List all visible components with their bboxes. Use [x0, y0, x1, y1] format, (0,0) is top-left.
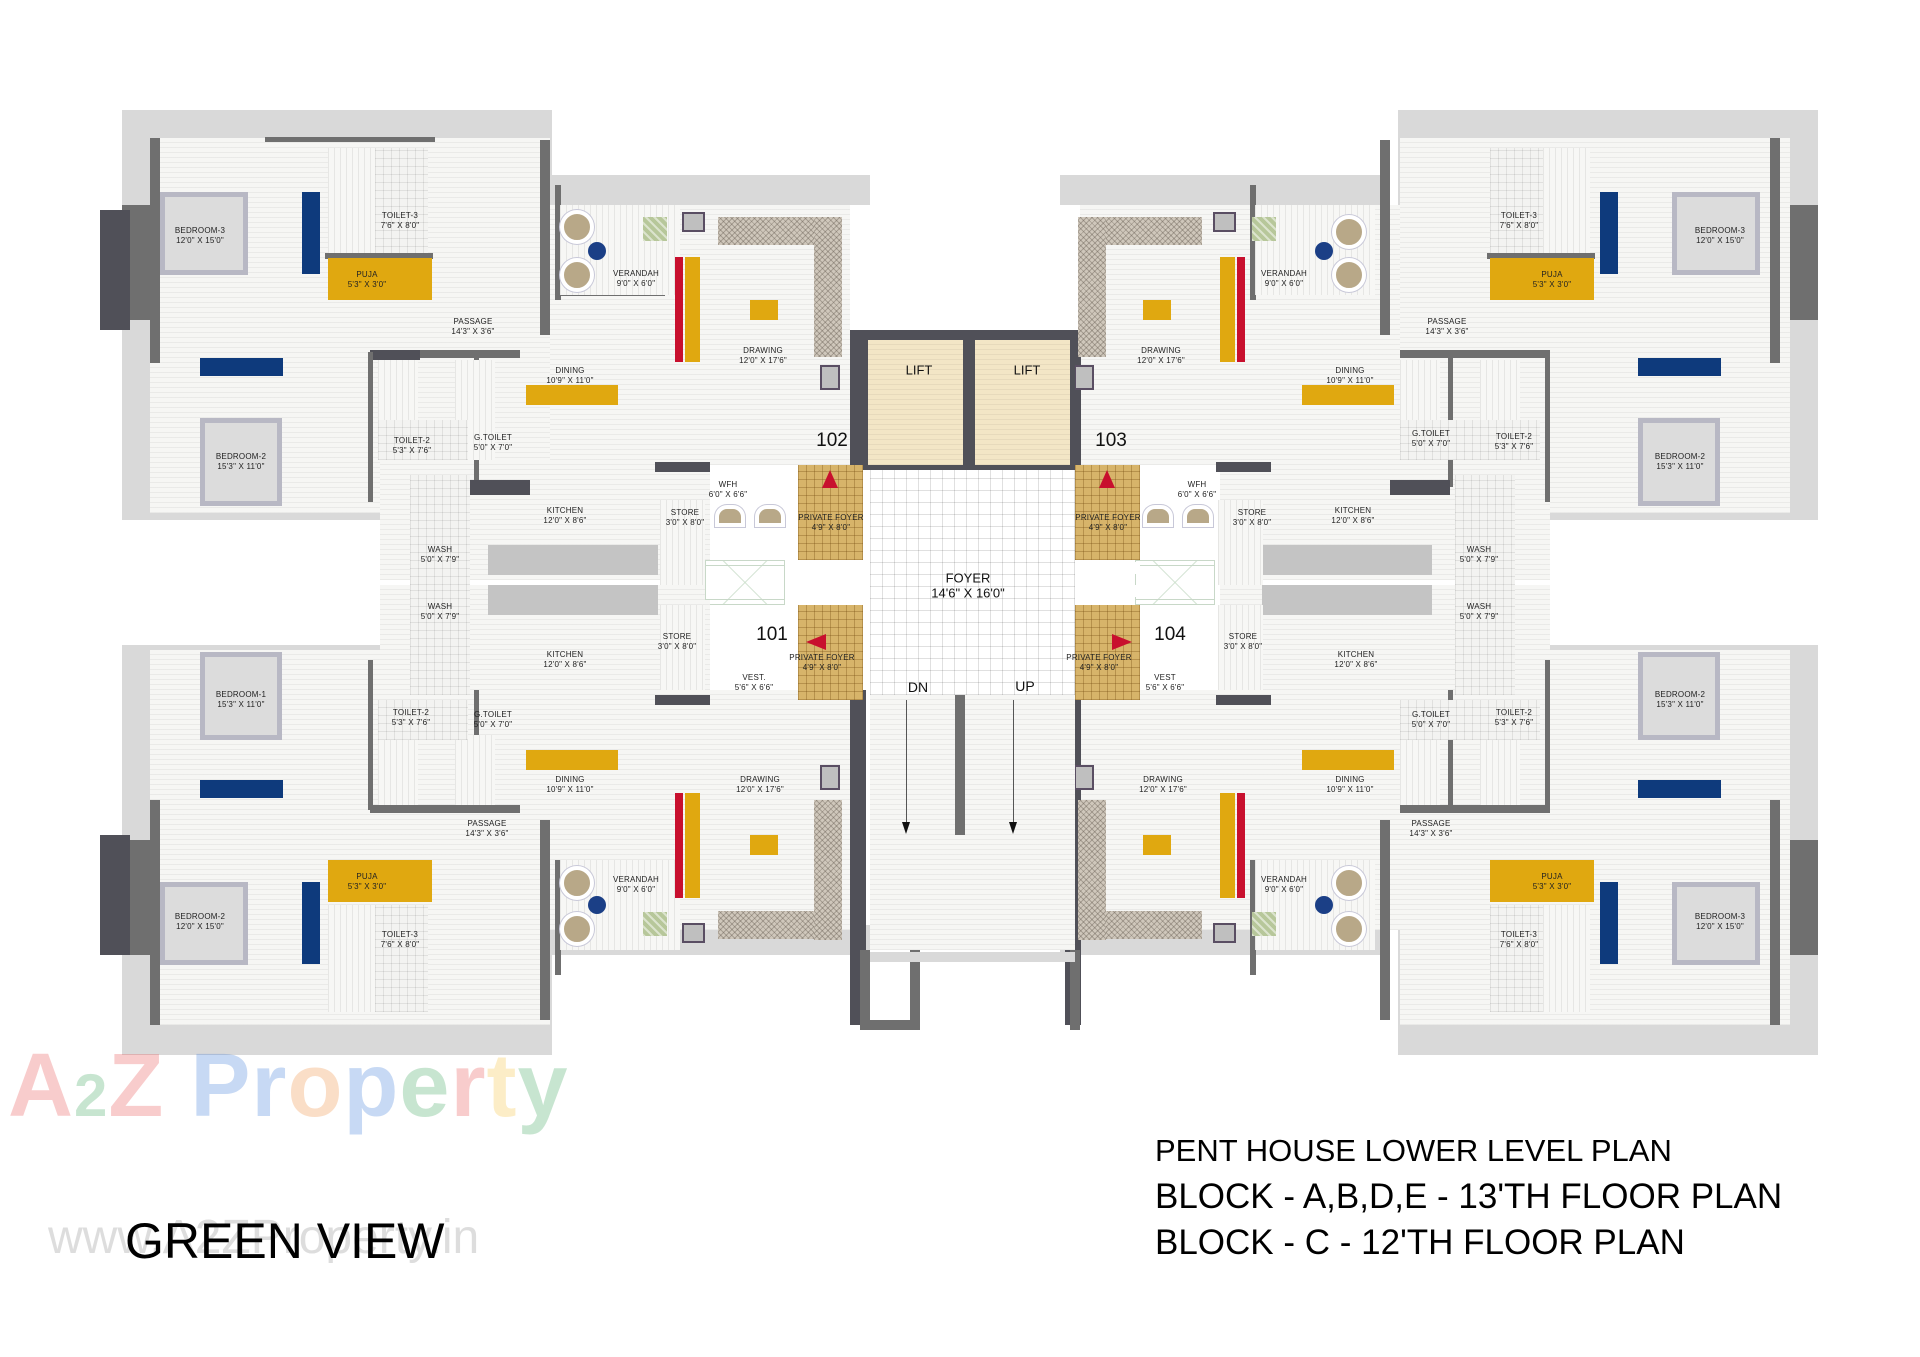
plan-title-line-3: BLOCK - C - 12'TH FLOOR PLAN	[1155, 1223, 1685, 1262]
plan-title-line-1: PENT HOUSE LOWER LEVEL PLAN	[1155, 1133, 1672, 1168]
private-foyer-101	[798, 605, 863, 700]
unit-number-104: 104	[1154, 624, 1186, 645]
floor-plan: LIFT LIFT FOYER 14'6" X 16'0" DN UP 102 …	[100, 110, 1818, 1055]
lift-2	[975, 340, 1070, 465]
project-name: GREEN VIEW	[125, 1213, 445, 1269]
stair-up-label: UP	[1015, 678, 1035, 694]
room-label: VEST.5'6" X 6'6"	[734, 673, 774, 692]
stair-down-label: DN	[907, 679, 929, 695]
entry-arrow-103-icon	[1099, 470, 1115, 488]
foyer-size: 14'6" X 16'0"	[931, 585, 1005, 601]
plan-title-block: PENT HOUSE LOWER LEVEL PLAN BLOCK - A,B,…	[1155, 1128, 1782, 1266]
stair-arrow-up-icon	[1009, 822, 1017, 834]
lift-2-label: LIFT	[1013, 362, 1041, 378]
lift-1-label: LIFT	[905, 362, 933, 378]
private-foyer-104	[1075, 605, 1140, 700]
foyer-area	[870, 470, 1075, 695]
unit-number-102: 102	[816, 430, 848, 451]
entry-arrow-102-icon	[822, 470, 838, 488]
lift-1	[868, 340, 963, 465]
watermark-url: www.A2ZProperty.in	[48, 1211, 480, 1264]
watermark-logo: A2Z Property	[8, 1036, 569, 1136]
plan-title-line-2: BLOCK - A,B,D,E - 13'TH FLOOR PLAN	[1155, 1177, 1783, 1216]
staircase	[870, 695, 1075, 950]
entry-arrow-101-icon	[806, 634, 826, 650]
stair-arrow-down-icon	[902, 822, 910, 834]
unit-number-101: 101	[756, 624, 788, 645]
entry-arrow-104-icon	[1112, 634, 1132, 650]
foyer-name: FOYER	[945, 570, 991, 586]
unit-number-103: 103	[1095, 430, 1127, 451]
